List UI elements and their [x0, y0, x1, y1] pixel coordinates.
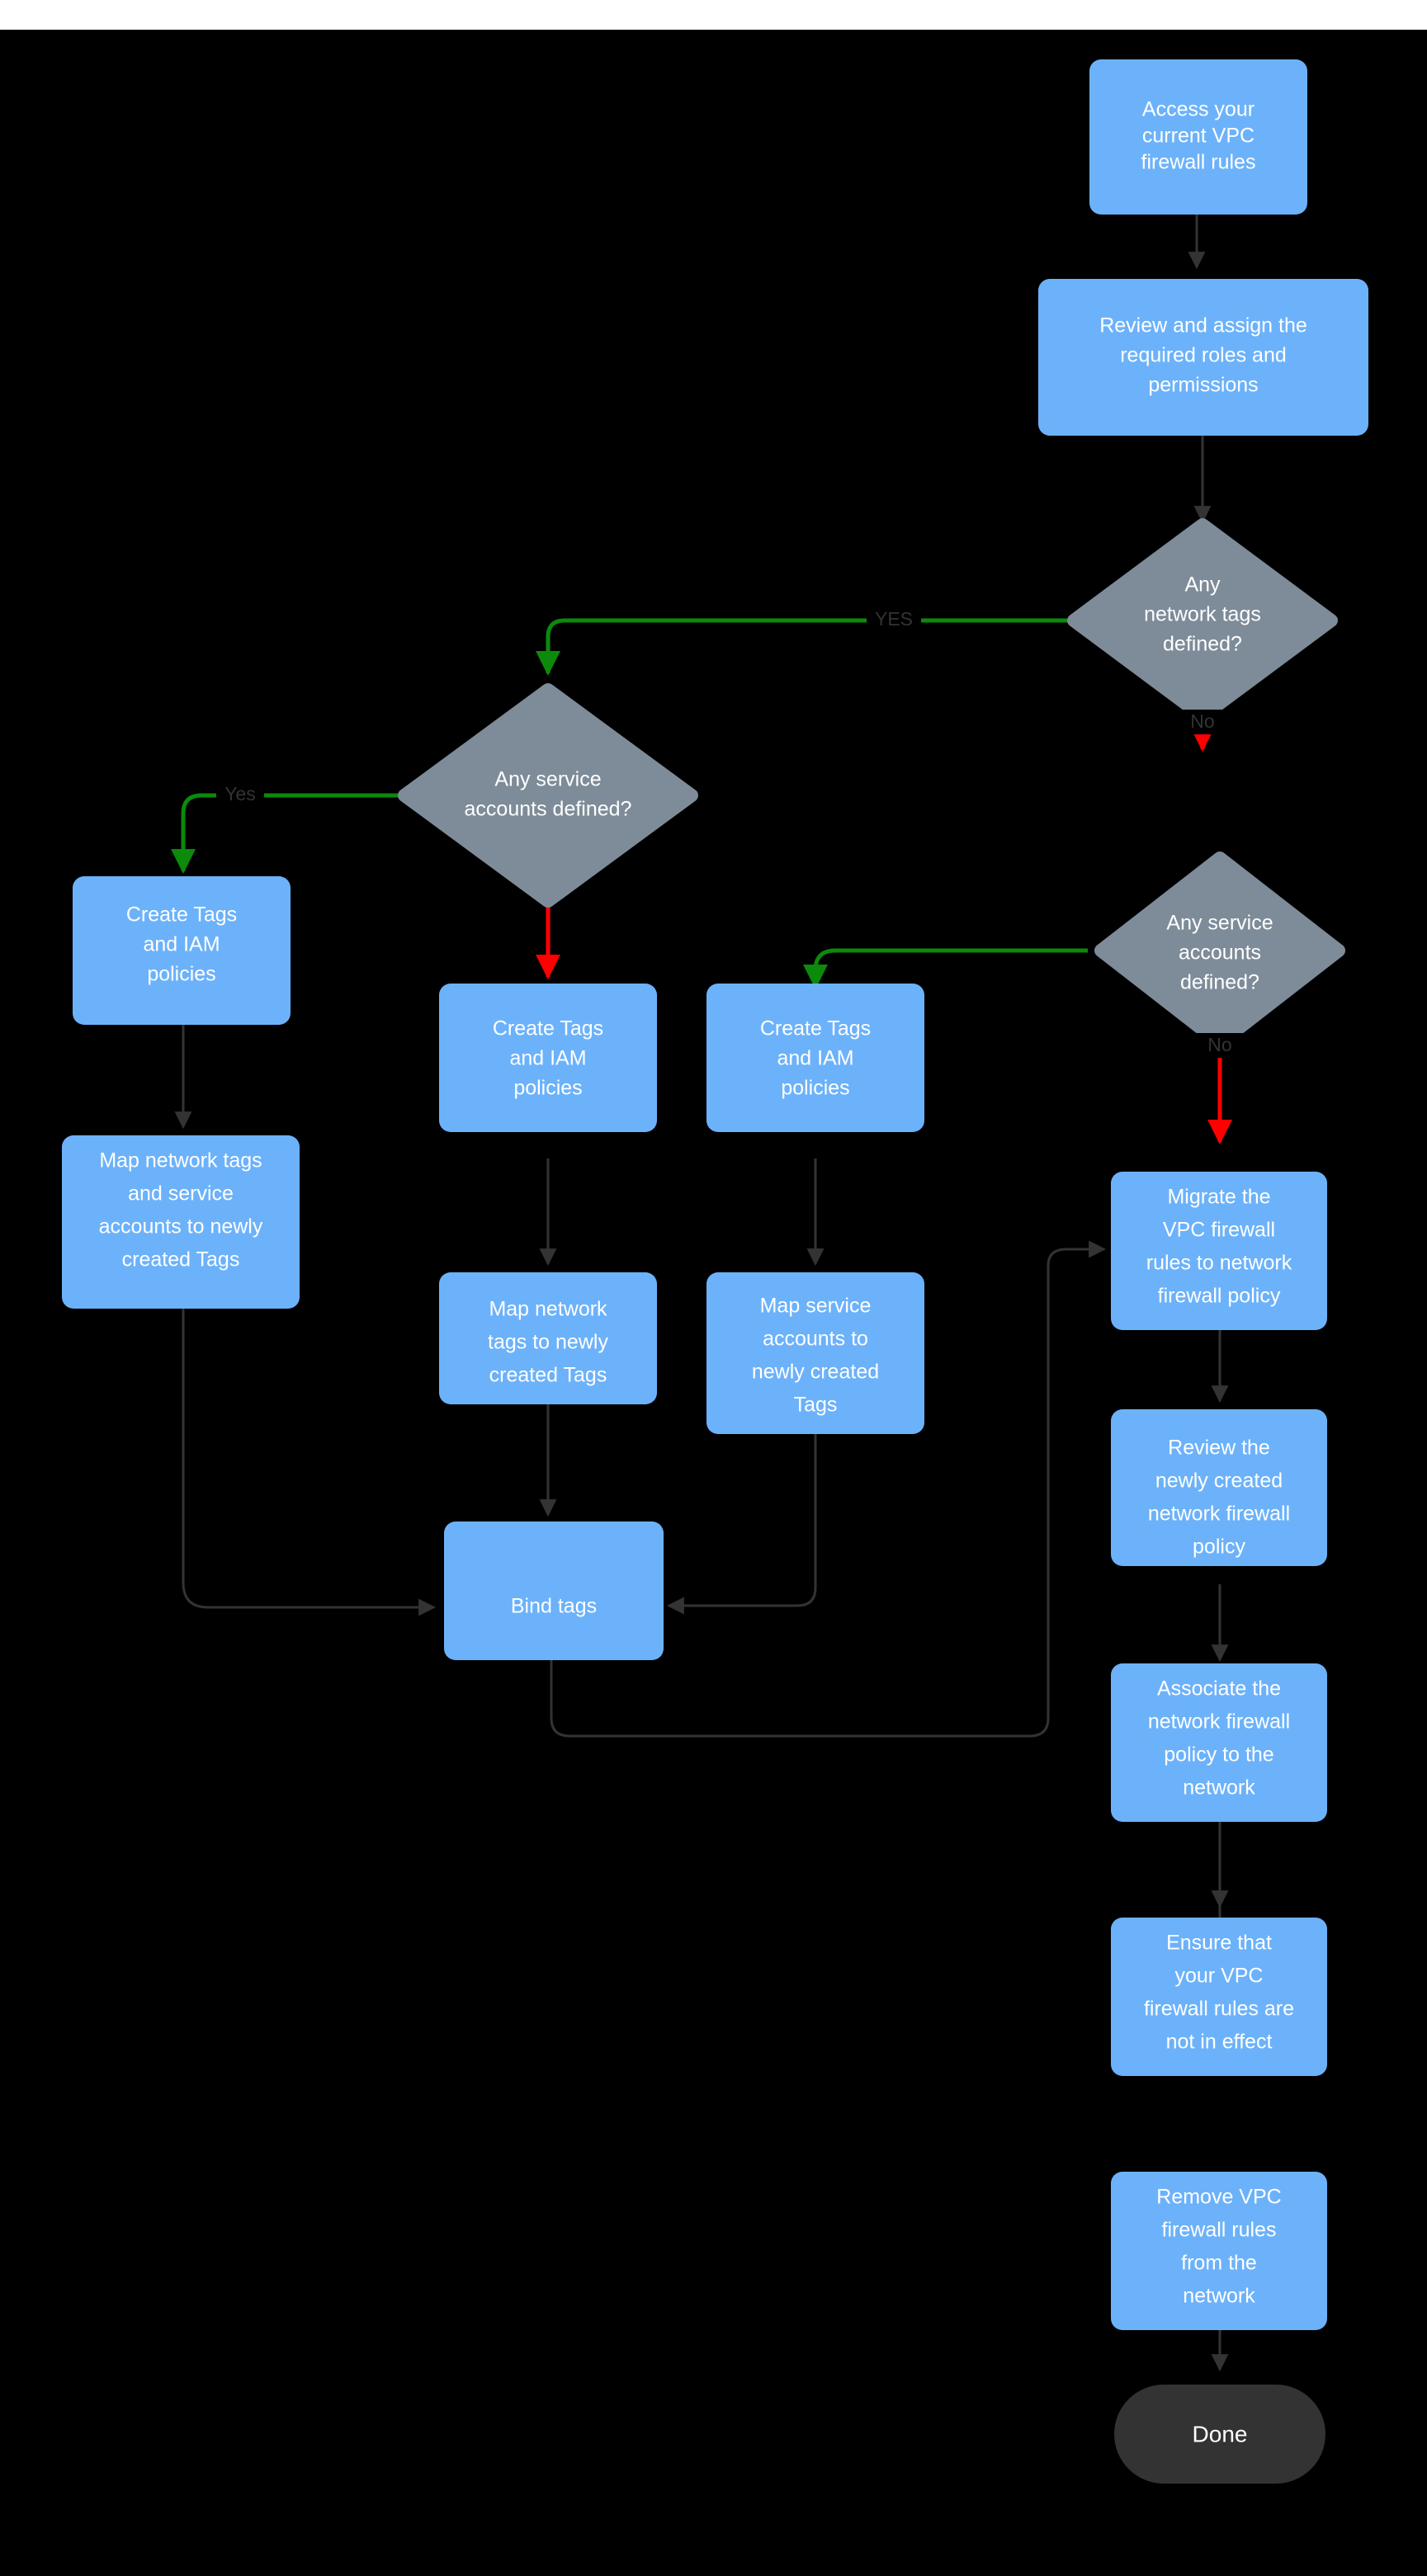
node-create-tags-iam-policies-middle[interactable]: Create Tags and IAM policies: [439, 984, 657, 1132]
node-label: from the: [1181, 2252, 1257, 2275]
node-label: Tags: [794, 1394, 838, 1417]
edge-label-d1-no: No: [1177, 710, 1228, 734]
decision-label: Any: [1184, 573, 1221, 597]
edge-label-text: YES: [875, 608, 913, 630]
edge-layer: [171, 215, 1232, 2372]
node-migrate-vpc-rules-to-policy[interactable]: Migrate the VPC firewall rules to networ…: [1111, 1172, 1327, 1330]
node-label: accounts to: [763, 1328, 868, 1351]
node-associate-policy-to-network[interactable]: Associate the network firewall policy to…: [1111, 1663, 1327, 1822]
decision-label: accounts: [1179, 941, 1261, 965]
node-layer: Access your current VPC firewall rules R…: [62, 59, 1368, 2484]
node-map-network-tags-to-newly-created-tags[interactable]: Map network tags to newly created Tags: [439, 1272, 657, 1404]
decision-label: defined?: [1180, 971, 1259, 994]
edge-label-text: Yes: [224, 783, 256, 804]
edge-d3-n7: [803, 948, 1088, 989]
node-label: current VPC: [1142, 125, 1255, 148]
edge-label-layer: YES No Yes No: [216, 607, 1245, 1058]
decision-label: accounts defined?: [465, 798, 632, 821]
node-remove-vpc-rules-from-network[interactable]: Remove VPC firewall rules from the netwo…: [1111, 2172, 1327, 2330]
edge-label-d2-yes: Yes: [216, 782, 264, 807]
decision-label: Any service: [1166, 912, 1273, 935]
node-label: Create Tags: [126, 903, 237, 927]
node-label: Ensure that: [1166, 1932, 1272, 1955]
node-label: Create Tags: [760, 1017, 871, 1040]
top-white-band: [0, 0, 1427, 30]
node-label: permissions: [1148, 374, 1258, 397]
node-label: accounts to newly: [99, 1215, 263, 1238]
node-label: network: [1183, 2285, 1255, 2308]
node-label: and IAM: [509, 1047, 586, 1070]
node-label: policies: [147, 963, 215, 986]
decision-any-service-accounts-defined-left[interactable]: Any service accounts defined?: [398, 683, 698, 908]
node-label: and service: [128, 1182, 234, 1205]
node-label: Associate the: [1157, 1677, 1281, 1701]
edge-label-text: No: [1207, 1034, 1231, 1055]
edge-n4-n9: [182, 1303, 437, 1616]
node-label: newly created: [752, 1361, 879, 1384]
node-label: VPC firewall: [1163, 1219, 1275, 1242]
node-review-newly-created-policy[interactable]: Review the newly created network firewal…: [1111, 1409, 1327, 1566]
node-create-tags-iam-policies-left[interactable]: Create Tags and IAM policies: [73, 876, 291, 1025]
decision-label: Any service: [494, 768, 601, 791]
node-label: Remove VPC: [1156, 2186, 1281, 2209]
node-label: Map network: [489, 1298, 607, 1321]
node-label: your VPC: [1175, 1965, 1264, 1988]
node-label: policy to the: [1164, 1743, 1273, 1767]
node-label: network firewall: [1148, 1503, 1290, 1526]
node-label: Create Tags: [493, 1017, 603, 1040]
node-label: policies: [513, 1077, 582, 1100]
node-map-network-tags-and-service-accounts[interactable]: Map network tags and service accounts to…: [62, 1135, 300, 1309]
flowchart-canvas: Access your current VPC firewall rules R…: [0, 30, 1427, 2576]
edge-label-d1-yes: YES: [867, 607, 921, 632]
node-label: and IAM: [777, 1047, 853, 1070]
node-label: Map service: [760, 1295, 872, 1318]
decision-label: network tags: [1144, 603, 1261, 626]
node-label: rules to network: [1146, 1252, 1292, 1275]
decision-any-network-tags-defined[interactable]: Any network tags defined?: [1067, 518, 1338, 723]
node-label: firewall policy: [1158, 1285, 1281, 1308]
node-label: policies: [781, 1077, 849, 1100]
node-label: Done: [1193, 2421, 1248, 2446]
node-label: Migrate the: [1167, 1186, 1270, 1209]
edge-n9-n10: [550, 1240, 1107, 1738]
node-label: created Tags: [122, 1248, 240, 1271]
node-label: newly created: [1155, 1470, 1283, 1493]
node-label: Review and assign the: [1099, 314, 1307, 337]
node-map-service-accounts-to-newly-created-tags[interactable]: Map service accounts to newly created Ta…: [706, 1272, 924, 1434]
node-label: Review the: [1168, 1437, 1270, 1460]
node-label: not in effect: [1166, 2031, 1273, 2054]
edge-label-text: No: [1190, 710, 1214, 732]
node-label: tags to newly: [488, 1331, 608, 1354]
node-done-terminator[interactable]: Done: [1114, 2385, 1325, 2484]
node-label: Map network tags: [99, 1149, 262, 1172]
node-bind-tags[interactable]: Bind tags: [444, 1522, 664, 1660]
node-label: and IAM: [143, 933, 220, 956]
decision-any-service-accounts-defined-right[interactable]: Any service accounts defined?: [1094, 852, 1345, 1050]
node-label: firewall rules: [1162, 2219, 1277, 2242]
node-label: network firewall: [1148, 1710, 1290, 1734]
node-label: firewall rules: [1141, 151, 1256, 174]
node-access-vpc-firewall-rules[interactable]: Access your current VPC firewall rules: [1089, 59, 1307, 215]
node-label: Bind tags: [511, 1595, 597, 1618]
node-label: policy: [1193, 1536, 1245, 1559]
node-review-assign-roles-permissions[interactable]: Review and assign the required roles and…: [1038, 279, 1368, 436]
node-label: Access your: [1142, 98, 1255, 121]
node-label: firewall rules are: [1144, 1998, 1294, 2021]
node-ensure-vpc-rules-not-in-effect[interactable]: Ensure that your VPC firewall rules are …: [1111, 1918, 1327, 2076]
node-label: network: [1183, 1776, 1255, 1800]
edge-d1-d2-yes: [536, 618, 1088, 676]
node-label: created Tags: [489, 1364, 607, 1387]
decision-label: defined?: [1163, 633, 1242, 656]
edge-n8-n9: [666, 1432, 817, 1615]
node-label: required roles and: [1120, 344, 1287, 367]
edge-d2-n3-yes: [171, 793, 411, 874]
node-create-tags-iam-policies-third[interactable]: Create Tags and IAM policies: [706, 984, 924, 1132]
edge-label-d3-no: No: [1194, 1033, 1245, 1058]
